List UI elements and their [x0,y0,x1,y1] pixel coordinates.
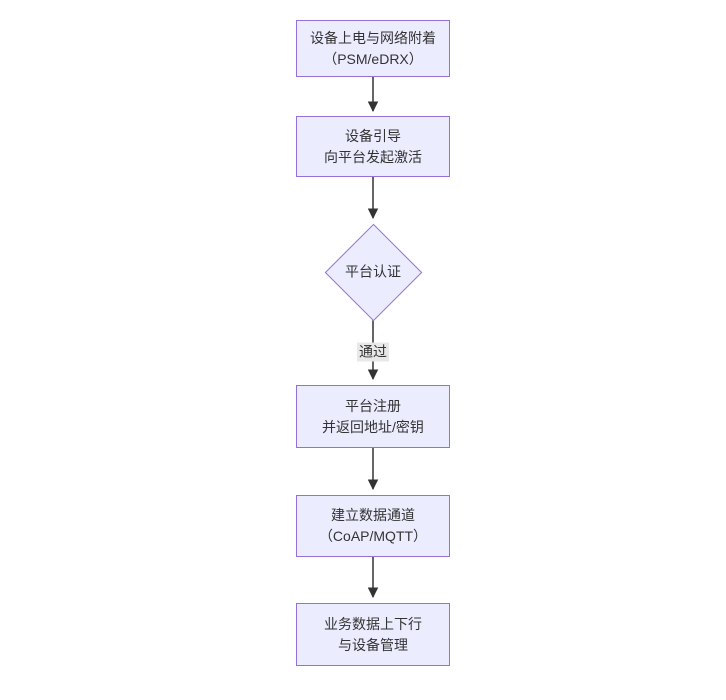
node-text-line: （PSM/eDRX） [323,50,423,67]
node-platform-register: 平台注册 并返回地址/密钥 [296,385,450,448]
node-text-line: 业务数据上下行 [324,615,422,632]
node-business-data: 业务数据上下行 与设备管理 [296,603,450,666]
edge-label-pass: 通过 [357,342,389,362]
node-text-line: 设备引导 [345,127,401,144]
node-power-network-attach: 设备上电与网络附着 （PSM/eDRX） [296,20,450,77]
decision-platform-auth-label: 平台认证 [345,263,401,280]
node-text-line: 并返回地址/密钥 [322,418,424,435]
node-device-bootstrap: 设备引导 向平台发起激活 [296,116,450,177]
node-text-line: 平台注册 [345,397,401,414]
node-text-line: 与设备管理 [338,636,408,653]
node-text-line: 向平台发起激活 [324,148,422,165]
node-text-line: 建立数据通道 [331,507,415,523]
node-text-line: （CoAP/MQTT） [318,528,428,544]
node-data-channel: 建立数据通道 （CoAP/MQTT） [296,495,450,557]
node-text-line: 设备上电与网络附着 [310,29,436,46]
